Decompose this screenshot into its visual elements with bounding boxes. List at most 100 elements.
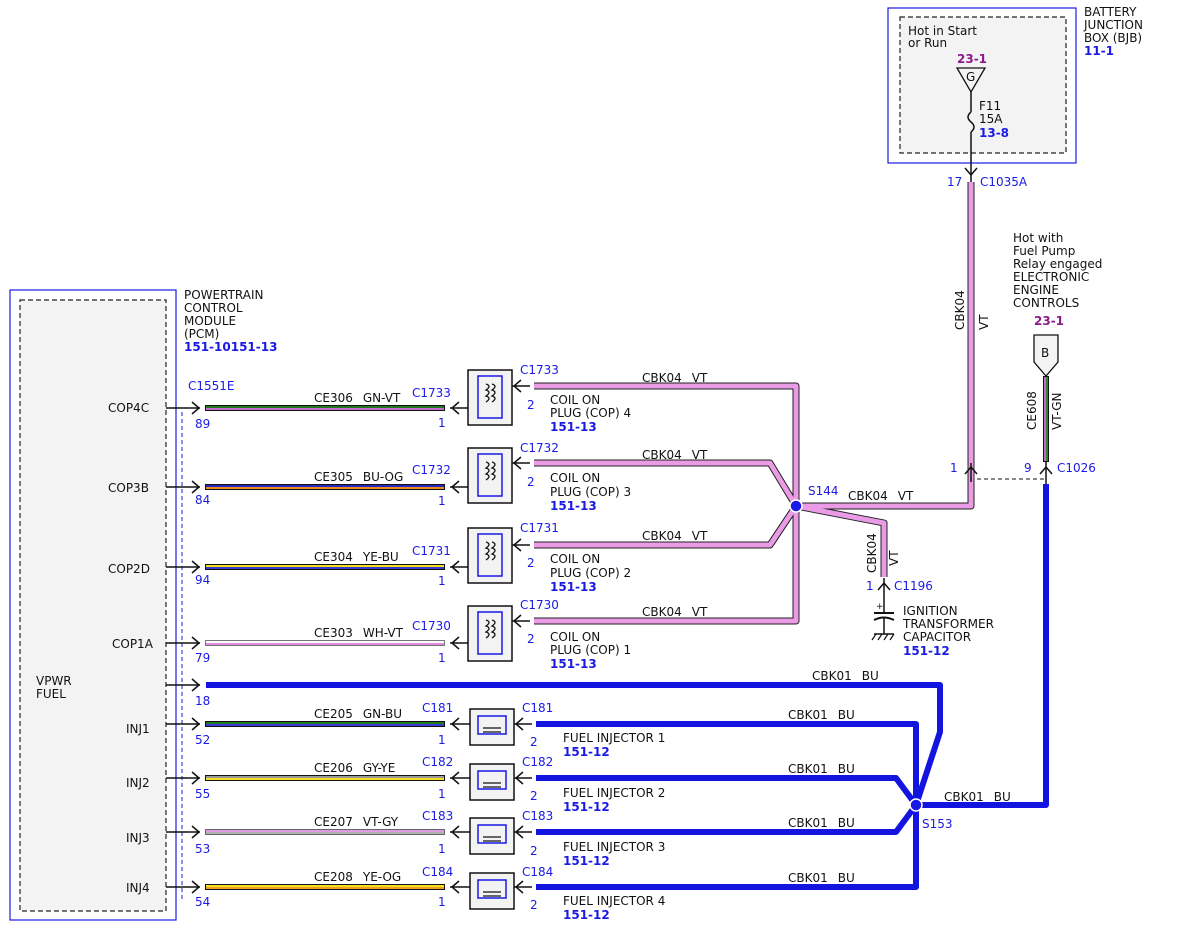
- conn-c181-left: C181: [422, 701, 453, 715]
- injector-4-ref[interactable]: 151-12: [563, 908, 610, 922]
- pcm-pin-54: 54: [195, 895, 210, 909]
- bjb-ground-letter: G: [966, 70, 975, 84]
- eec-connector: C1026: [1057, 461, 1096, 475]
- conn-c182-right-pin: 2: [530, 789, 538, 803]
- eec-label-5: ENGINE: [1013, 283, 1059, 297]
- component-left-arrows: [450, 401, 470, 894]
- pcm-ref[interactable]: 151-10151-13: [184, 340, 277, 354]
- splice-s153[interactable]: [909, 798, 923, 812]
- cop-4-component[interactable]: [467, 369, 513, 426]
- bjb-ref[interactable]: 11-1: [1084, 44, 1114, 58]
- splice-s153-label: S153: [922, 817, 953, 831]
- conn-c183-left-pin: 1: [438, 842, 446, 856]
- wire-ce303-color-a: [206, 641, 444, 643]
- cop-1-component[interactable]: [467, 605, 513, 662]
- pcm-pin-84: 84: [195, 493, 210, 507]
- pcm-pin-55: 55: [195, 787, 210, 801]
- eec-ref[interactable]: 23-1: [1034, 314, 1064, 328]
- cop-1-ref[interactable]: 151-13: [550, 657, 597, 671]
- pcm-connector: C1551E: [188, 379, 235, 393]
- injector-3-ref[interactable]: 151-12: [563, 854, 610, 868]
- conn-c183-right-pin: 2: [530, 844, 538, 858]
- wire-ce306-color-a: [206, 406, 444, 408]
- cop-2-component[interactable]: [467, 527, 513, 584]
- wire-label-vt-gn: VT-GN: [1050, 393, 1064, 430]
- wire-ce303-color-b: [206, 643, 444, 645]
- conn-c184-right: C184: [522, 865, 553, 879]
- wire-label-vt-capacitor: VT: [887, 550, 901, 566]
- conn-c1731-right: C1731: [520, 521, 559, 535]
- wire-ce304-color-b: [206, 567, 444, 569]
- pcm-pin-94: 94: [195, 573, 210, 587]
- conn-c1732-left-pin: 1: [438, 494, 446, 508]
- injector-2-ref[interactable]: 151-12: [563, 800, 610, 814]
- eec-letter: B: [1041, 346, 1049, 360]
- pcm-pin-79: 79: [195, 651, 210, 665]
- pcm-module-body: [19, 299, 167, 912]
- wire-label-cbk04-capacitor: CBK04: [865, 533, 879, 573]
- component-right-arrows: [512, 379, 532, 894]
- wire-ce207-color-a: [206, 830, 444, 832]
- bjb-hot-1: Hot in Start: [908, 24, 977, 38]
- conn-c1731-left-pin: 1: [438, 574, 446, 588]
- cop-4-name-2: PLUG (COP) 4: [550, 406, 631, 420]
- cop-3-component[interactable]: [467, 447, 513, 504]
- pcm-pin-arrows: [166, 401, 201, 894]
- capacitor-symbol[interactable]: +: [871, 602, 895, 641]
- eec-label-4: ELECTRONIC: [1013, 270, 1089, 284]
- conn-c184-left-pin: 1: [438, 895, 446, 909]
- bjb-fuse-ref[interactable]: 13-8: [979, 126, 1009, 140]
- cop-4-ref[interactable]: 151-13: [550, 420, 597, 434]
- capacitor-ref[interactable]: 151-12: [903, 644, 950, 658]
- wire-ce206-color-b: [206, 778, 444, 780]
- bjb-ground-ref[interactable]: 23-1: [957, 52, 987, 66]
- pcm-title-4: (PCM): [184, 327, 219, 341]
- bjb-title-2: JUNCTION: [1083, 18, 1143, 32]
- pcm-signal-inj4: INJ4: [126, 881, 150, 895]
- injector-2-component[interactable]: [469, 763, 515, 801]
- cbk01-blue-wires: [206, 484, 1049, 890]
- cop-1-name-2: PLUG (COP) 1: [550, 643, 631, 657]
- cop-1-name-1: COIL ON: [550, 630, 600, 644]
- pcm-signal-inj3: INJ3: [126, 831, 150, 845]
- wire-label-ce608: CE608: [1025, 391, 1039, 430]
- pcm-pin-52: 52: [195, 733, 210, 747]
- bjb-fuse-rating: 15A: [979, 112, 1003, 126]
- conn-c1732-right-pin: 2: [527, 475, 535, 489]
- pcm-signal-inj1: INJ1: [126, 722, 150, 736]
- wire-ce207-color-b: [206, 832, 444, 834]
- splice-s144[interactable]: [789, 499, 803, 513]
- injector-1-name: FUEL INJECTOR 1: [563, 731, 665, 745]
- cop-2-ref[interactable]: 151-13: [550, 580, 597, 594]
- conn-c182-left-pin: 1: [438, 787, 446, 801]
- conn-c181-right-pin: 2: [530, 735, 538, 749]
- conn-c1733-left-pin: 1: [438, 416, 446, 430]
- cop-3-ref[interactable]: 151-13: [550, 499, 597, 513]
- conn-c183-left: C183: [422, 809, 453, 823]
- conn-c1732-right: C1732: [520, 441, 559, 455]
- injector-1-ref[interactable]: 151-12: [563, 745, 610, 759]
- conn-c1733-left: C1733: [412, 386, 451, 400]
- injector-1-component[interactable]: [469, 708, 515, 746]
- wire-label-vt-riser: VT: [977, 314, 991, 330]
- conn-c1733-right: C1733: [520, 363, 559, 377]
- injector-4-component[interactable]: [469, 872, 515, 910]
- injector-3-component[interactable]: [469, 817, 515, 855]
- cop-3-name-1: COIL ON: [550, 471, 600, 485]
- conn-c184-right-pin: 2: [530, 898, 538, 912]
- wire-label-cbk04-riser: CBK04: [953, 290, 967, 330]
- riser-connector-arrow: [964, 463, 978, 482]
- bjb-fuse-name: F11: [979, 99, 1001, 113]
- pcm-title-2: CONTROL: [184, 301, 243, 315]
